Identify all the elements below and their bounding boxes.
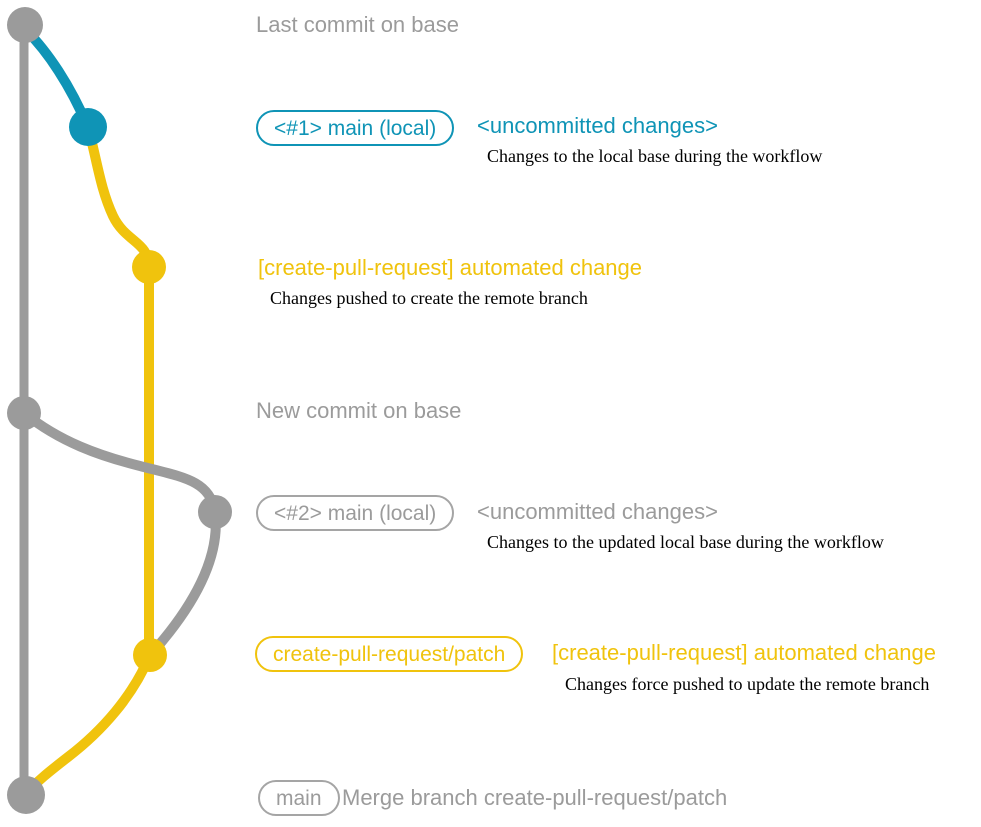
patch-branch-curve-top (83, 122, 154, 273)
description-force-pushed-to-update: Changes force pushed to update the remot… (565, 674, 930, 694)
branch-badge-main: main (258, 780, 340, 816)
commit-dot-patch-2 (133, 638, 167, 672)
branch-badge-main-local-1: <#1> main (local) (256, 110, 455, 146)
commit-dot-local-main-2 (198, 495, 232, 529)
commit-message-automated-change-1: [create-pull-request] automated change (258, 255, 643, 280)
annotation-new-commit-on-base: New commit on base (256, 398, 462, 423)
commit-message-automated-change-2: [create-pull-request] automated change (552, 640, 937, 665)
description-pushed-to-create: Changes pushed to create the remote bran… (270, 288, 588, 308)
commit-graph (7, 7, 232, 814)
commit-dot-local-main-1 (69, 108, 107, 146)
commit-message-merge-branch: Merge branch create-pull-request/patch (342, 785, 728, 810)
commit-dot-merge (7, 776, 45, 814)
description-local-base-changes: Changes to the local base during the wor… (487, 146, 823, 166)
branch-badge-create-pull-request-patch: create-pull-request/patch (255, 636, 524, 672)
branch-badge-main-local-2: <#2> main (local) (256, 495, 455, 531)
status-uncommitted-changes-2: <uncommitted changes> (477, 499, 718, 524)
local-main-2-branch-curve (19, 408, 220, 517)
commit-dot-last-base (7, 7, 43, 43)
description-updated-local-base-changes: Changes to the updated local base during… (487, 532, 884, 552)
commit-dot-patch-1 (132, 250, 166, 284)
local-main-2-rebase-curve (147, 507, 221, 658)
annotation-last-commit-on-base: Last commit on base (256, 12, 459, 37)
status-uncommitted-changes-1: <uncommitted changes> (477, 113, 718, 138)
merge-curve (21, 650, 155, 799)
commit-dot-new-base (7, 396, 41, 430)
